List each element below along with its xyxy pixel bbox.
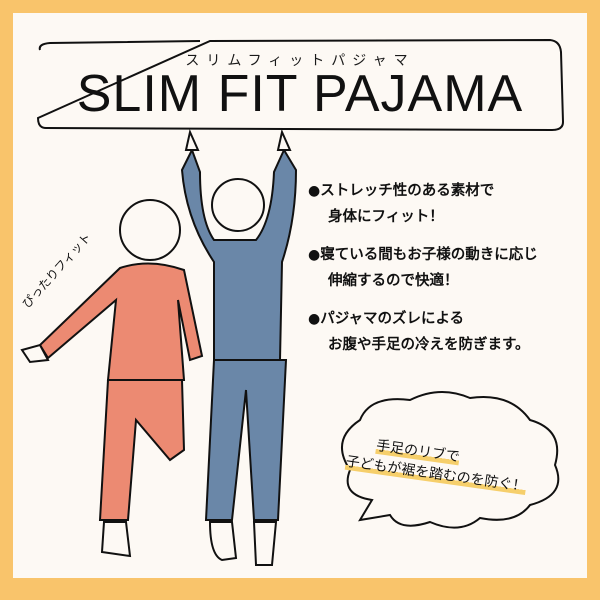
feature-item: ●パジャマのズレによる お腹や手足の冷えを防ぎます。 bbox=[308, 311, 530, 353]
boy-figure bbox=[180, 128, 298, 566]
feature-item: ●ストレッチ性のある素材で 身体にフィット！ bbox=[308, 183, 495, 225]
bullet-icon: ● bbox=[308, 183, 321, 199]
feature-list: ●ストレッチ性のある素材で 身体にフィット！ ●寝ている間もお子様の動きに応じ … bbox=[308, 178, 588, 370]
bullet-icon: ● bbox=[308, 247, 321, 263]
title-kana: スリムフィットパジャマ bbox=[185, 53, 415, 69]
title-banner: スリムフィットパジャマ SLIM FIT PAJAMA bbox=[30, 38, 570, 134]
title-main: SLIM FIT PAJAMA bbox=[76, 65, 524, 123]
feature-item: ●寝ている間もお子様の動きに応じ 伸縮するので快適！ bbox=[308, 247, 538, 289]
bullet-icon: ● bbox=[308, 311, 321, 327]
girl-figure bbox=[20, 199, 204, 558]
title-frame bbox=[36, 38, 565, 132]
